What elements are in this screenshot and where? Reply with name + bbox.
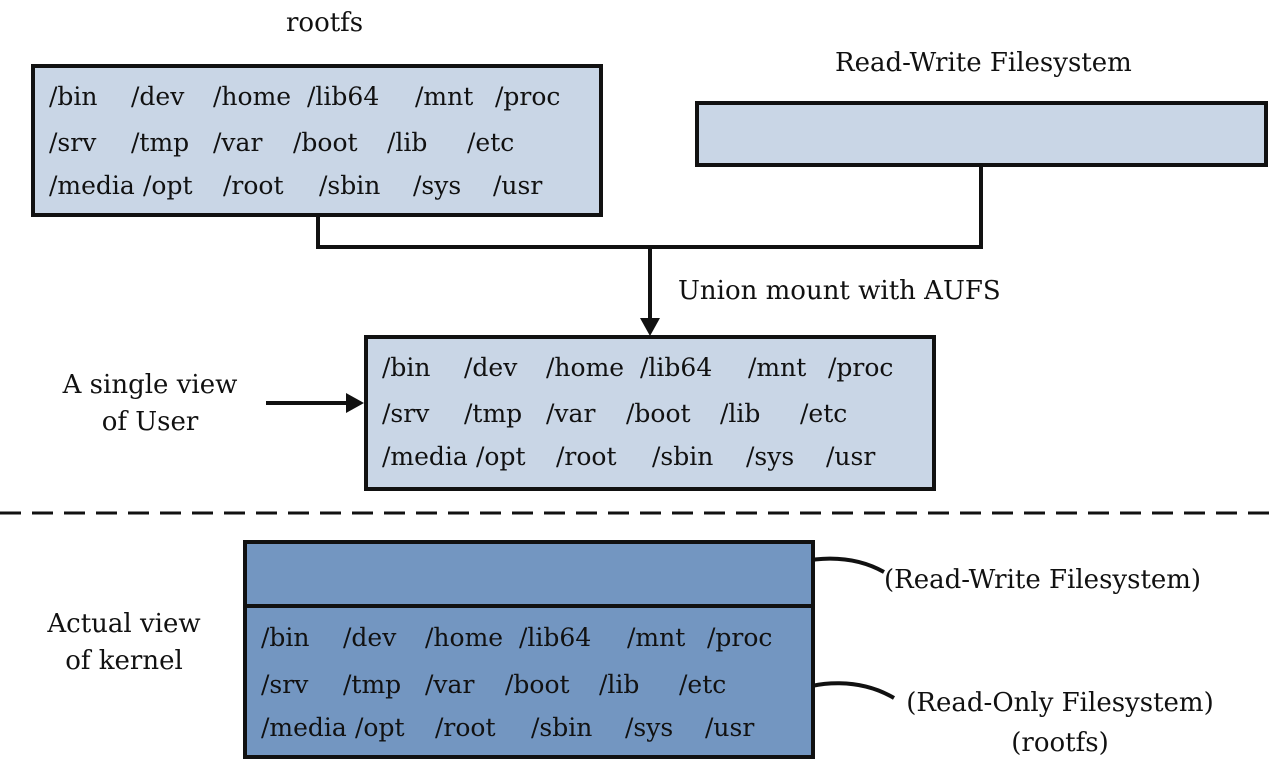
dir-item: /var [425, 670, 475, 699]
dir-item: /sys [625, 713, 674, 742]
kernel-rw-layer [243, 540, 815, 608]
dir-item: /dev [343, 623, 397, 652]
rw-annotation: (Read-Write Filesystem) [884, 565, 1202, 595]
actual-view-label: Actual view of kernel [14, 606, 234, 680]
rw-title: Read-Write Filesystem [835, 48, 1132, 78]
dir-item: /sys [746, 442, 795, 471]
dir-item: /usr [826, 442, 876, 471]
dir-item: /lib [387, 128, 428, 157]
dir-item: /var [546, 399, 596, 428]
dir-item: /bin [382, 353, 431, 382]
actual-view-line-1: Actual view [47, 609, 201, 639]
dir-item: /tmp [343, 670, 402, 699]
dir-item: /sbin [652, 442, 714, 471]
dir-item: /etc [467, 128, 515, 157]
dir-item: /lib64 [307, 82, 380, 111]
rootfs-connector [316, 215, 650, 249]
dir-item: /mnt [415, 82, 474, 111]
dir-item: /opt [476, 442, 526, 471]
single-view-label: A single view of User [40, 367, 260, 441]
ro-annotation-line-2: (rootfs) [1011, 728, 1109, 758]
dir-item: /usr [493, 171, 543, 200]
dir-item: /media [49, 171, 135, 200]
dir-item: /boot [505, 670, 570, 699]
rw-box [695, 101, 1268, 167]
single-view-line-1: A single view [62, 370, 238, 400]
dir-item: /sys [413, 171, 462, 200]
union-arrowhead [640, 318, 660, 336]
dir-item: /srv [49, 128, 97, 157]
dir-item: /mnt [627, 623, 686, 652]
dir-item: /boot [626, 399, 691, 428]
dir-item: /home [213, 82, 292, 111]
dir-item: /media [382, 442, 468, 471]
dir-item: /tmp [464, 399, 523, 428]
dir-item: /etc [679, 670, 727, 699]
dir-item: /etc [800, 399, 848, 428]
single-view-line-2: of User [101, 407, 199, 437]
dir-item: /dev [131, 82, 185, 111]
union-view-box: /bin /dev /home /lib64 /mnt /proc /srv /… [364, 335, 936, 491]
dir-item: /media [261, 713, 347, 742]
dir-item: /var [213, 128, 263, 157]
dir-item: /sbin [319, 171, 381, 200]
rootfs-title: rootfs [286, 8, 364, 38]
dir-item: /root [223, 171, 284, 200]
ro-annotation: (Read-Only Filesystem) (rootfs) [890, 683, 1230, 763]
dir-item: /proc [707, 623, 773, 652]
dir-item: /lib64 [640, 353, 713, 382]
dir-item: /tmp [131, 128, 190, 157]
dir-item: /usr [705, 713, 755, 742]
dir-item: /dev [464, 353, 518, 382]
rootfs-box: /bin /dev /home /lib64 /mnt /proc /srv /… [31, 64, 603, 217]
dir-item: /srv [382, 399, 430, 428]
dir-item: /opt [143, 171, 193, 200]
dir-item: /root [556, 442, 617, 471]
dir-item: /mnt [748, 353, 807, 382]
kernel-ro-layer: /bin /dev /home /lib64 /mnt /proc /srv /… [243, 604, 815, 759]
dir-item: /proc [495, 82, 561, 111]
dir-item: /bin [49, 82, 98, 111]
dir-item: /home [546, 353, 625, 382]
dir-item: /root [435, 713, 496, 742]
dir-item: /bin [261, 623, 310, 652]
dir-item: /lib64 [519, 623, 592, 652]
dir-item: /lib [599, 670, 640, 699]
dir-item: /opt [355, 713, 405, 742]
dir-item: /home [425, 623, 504, 652]
dir-item: /sbin [531, 713, 593, 742]
single-view-arrowhead [346, 393, 364, 413]
rw-connector [650, 165, 983, 249]
ro-annotation-line-1: (Read-Only Filesystem) [906, 688, 1214, 718]
dir-item: /lib [720, 399, 761, 428]
dir-item: /proc [828, 353, 894, 382]
union-label: Union mount with AUFS [678, 276, 1001, 306]
dir-item: /srv [261, 670, 309, 699]
dir-item: /boot [293, 128, 358, 157]
actual-view-line-2: of kernel [65, 646, 183, 676]
